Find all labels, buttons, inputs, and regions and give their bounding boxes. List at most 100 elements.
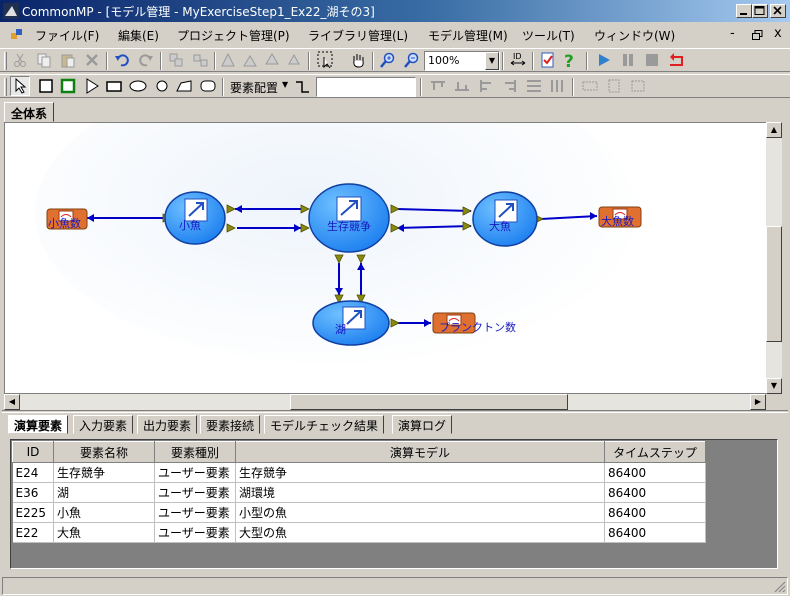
id-toggle-button[interactable]: ID	[508, 50, 528, 70]
ungroup-button[interactable]	[190, 50, 210, 70]
output-plankton-count[interactable]: プランクトン数	[432, 312, 516, 334]
horizontal-scroll-thumb[interactable]	[290, 394, 568, 410]
paste-button[interactable]	[58, 50, 78, 70]
cell-id[interactable]: E36	[12, 482, 54, 503]
arrange-bottom-button[interactable]	[452, 76, 472, 96]
tab-compute-elements[interactable]: 演算要素	[8, 415, 69, 434]
polygon-tool[interactable]	[174, 76, 194, 96]
align-left-button[interactable]	[218, 50, 238, 70]
zoom-in-button[interactable]	[378, 50, 398, 70]
pointer-select-button[interactable]	[316, 50, 336, 70]
column-header-id[interactable]: ID	[12, 441, 54, 463]
arrange-top-button[interactable]	[428, 76, 448, 96]
undo-button[interactable]	[112, 50, 132, 70]
model-canvas[interactable]: 生存競争 小魚 大魚 湖 小魚数	[4, 122, 768, 394]
output-big-fish-count[interactable]: 大魚数	[598, 206, 642, 228]
tab-whole-system[interactable]: 全体系	[4, 102, 55, 122]
cell-id[interactable]: E225	[12, 502, 54, 523]
menu-library[interactable]: ライブラリ管理(L)	[308, 29, 409, 43]
output-small-fish-count[interactable]: 小魚数	[46, 208, 88, 230]
node-big-fish[interactable]: 大魚	[472, 191, 538, 247]
delete-button[interactable]	[82, 50, 102, 70]
cell-type[interactable]: ユーザー要素	[154, 502, 236, 523]
ellipse-tool[interactable]	[128, 76, 148, 96]
canvas-horizontal-scrollbar[interactable]: ◀ ▶	[4, 394, 766, 410]
chevron-down-icon[interactable]: ▼	[485, 52, 499, 70]
menu-window[interactable]: ウィンドウ(W)	[594, 29, 676, 43]
same-size-button[interactable]	[628, 76, 648, 96]
mdi-close-button[interactable]: x	[774, 26, 782, 41]
help-button[interactable]: ?	[560, 50, 580, 70]
cell-id[interactable]: E24	[12, 462, 54, 483]
maximize-button[interactable]	[752, 4, 768, 18]
toolbar-grip[interactable]	[4, 78, 7, 96]
scroll-up-button[interactable]: ▲	[766, 122, 782, 138]
rectangle-tool[interactable]	[104, 76, 124, 96]
run-button[interactable]	[594, 50, 614, 70]
table-row[interactable]: E36 湖 ユーザー要素 湖環境 86400	[12, 482, 706, 503]
menu-edit[interactable]: 編集(E)	[118, 29, 159, 43]
pointer-button[interactable]	[10, 76, 30, 96]
redo-button[interactable]	[136, 50, 156, 70]
layout-input[interactable]	[316, 77, 416, 97]
cell-type[interactable]: ユーザー要素	[154, 522, 236, 543]
cell-name[interactable]: 生存競争	[53, 462, 155, 483]
cell-id[interactable]: E22	[12, 522, 54, 543]
distribute-v-button[interactable]	[524, 76, 544, 96]
frame-tool[interactable]	[36, 76, 56, 96]
tab-element-connections[interactable]: 要素接続	[200, 415, 261, 434]
table-row[interactable]: E22 大魚 ユーザー要素 大型の魚 86400	[12, 522, 706, 543]
cell-timestep[interactable]: 86400	[604, 522, 706, 543]
tab-compute-log[interactable]: 演算ログ	[392, 415, 453, 434]
flip-button[interactable]	[284, 50, 304, 70]
cell-name[interactable]: 大魚	[53, 522, 155, 543]
zoom-out-button[interactable]	[402, 50, 422, 70]
toolbar-grip[interactable]	[4, 52, 7, 70]
align-right-button[interactable]	[262, 50, 282, 70]
table-row[interactable]: E24 生存競争 ユーザー要素 生存競争 86400	[12, 462, 706, 483]
align-center-button[interactable]	[240, 50, 260, 70]
cell-name[interactable]: 湖	[53, 482, 155, 503]
rounded-rect-tool[interactable]	[198, 76, 218, 96]
cell-timestep[interactable]: 86400	[604, 482, 706, 503]
cell-model[interactable]: 湖環境	[235, 482, 605, 503]
same-width-button[interactable]	[580, 76, 600, 96]
cut-button[interactable]	[10, 50, 30, 70]
circle-tool[interactable]	[152, 76, 172, 96]
resize-grip-icon[interactable]	[774, 581, 786, 593]
cell-model[interactable]: 生存競争	[235, 462, 605, 483]
cell-timestep[interactable]: 86400	[604, 462, 706, 483]
tab-input-elements[interactable]: 入力要素	[73, 415, 134, 434]
scroll-right-button[interactable]: ▶	[750, 394, 766, 410]
close-button[interactable]	[770, 4, 786, 18]
scroll-left-button[interactable]: ◀	[4, 394, 20, 410]
column-header-model[interactable]: 演算モデル	[235, 441, 605, 463]
mdi-minimize-button[interactable]: -	[730, 26, 735, 41]
cell-timestep[interactable]: 86400	[604, 502, 706, 523]
vertical-scroll-thumb[interactable]	[766, 226, 782, 342]
model-diagram[interactable]: 生存競争 小魚 大魚 湖 小魚数	[5, 123, 768, 394]
same-height-button[interactable]	[604, 76, 624, 96]
menu-project[interactable]: プロジェクト管理(P)	[177, 29, 290, 43]
cell-type[interactable]: ユーザー要素	[154, 482, 236, 503]
model-check-button[interactable]	[538, 50, 558, 70]
dropdown-arrow-icon[interactable]: ▼	[282, 80, 289, 89]
column-header-type[interactable]: 要素種別	[154, 441, 236, 463]
restore-icon[interactable]	[752, 30, 764, 41]
triangle-tool[interactable]	[82, 76, 102, 96]
panel-splitter[interactable]	[2, 410, 788, 413]
tab-output-elements[interactable]: 出力要素	[137, 415, 198, 434]
column-header-name[interactable]: 要素名称	[53, 441, 155, 463]
menu-model[interactable]: モデル管理(M)	[428, 29, 508, 43]
pause-button[interactable]	[618, 50, 638, 70]
table-row[interactable]: E225 小魚 ユーザー要素 小型の魚 86400	[12, 502, 706, 523]
node-small-fish[interactable]: 小魚	[164, 191, 226, 245]
group-frame-tool[interactable]	[58, 76, 78, 96]
arrange-right-button[interactable]	[500, 76, 520, 96]
reset-button[interactable]	[666, 50, 686, 70]
copy-button[interactable]	[34, 50, 54, 70]
minimize-button[interactable]	[736, 4, 752, 18]
cell-type[interactable]: ユーザー要素	[154, 462, 236, 483]
cell-model[interactable]: 小型の魚	[235, 502, 605, 523]
hand-button[interactable]	[348, 50, 368, 70]
